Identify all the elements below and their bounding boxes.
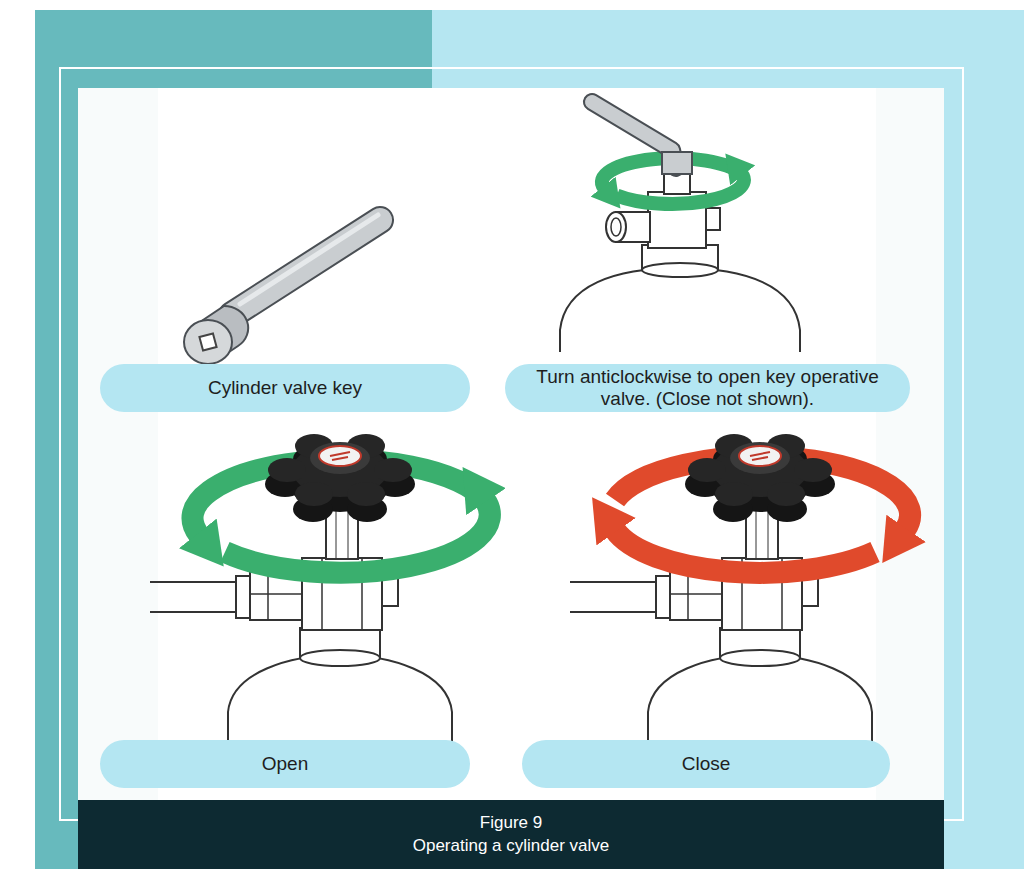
port-hole <box>611 218 621 236</box>
port-face <box>606 212 626 242</box>
label-text: Open <box>262 753 308 775</box>
label-pill: Close <box>522 740 890 788</box>
key-bar-outline <box>232 220 380 315</box>
close-valve <box>570 434 910 742</box>
label-text: Close <box>682 753 731 775</box>
cylinder-top <box>560 268 800 352</box>
rotation-arrow <box>615 530 875 573</box>
valve-key <box>184 215 380 364</box>
key-bar <box>232 220 380 315</box>
content-panel <box>78 88 944 800</box>
hand-valve <box>150 434 452 742</box>
rotation-arrow <box>617 174 744 204</box>
key-square-hole <box>199 333 216 350</box>
caption-text: Operating a cylinder valve <box>413 835 610 858</box>
rotation-arrow <box>225 500 490 573</box>
label-text: Turn anticlockwise to open key operative… <box>527 366 888 410</box>
key-highlight <box>240 215 378 304</box>
caption-band: Figure 9Operating a cylinder valve <box>78 800 944 869</box>
side-outlet <box>706 208 720 230</box>
collar-ring <box>642 263 718 277</box>
frame-outline <box>60 68 963 820</box>
label-pill: Turn anticlockwise to open key operative… <box>505 364 910 412</box>
caption-text: Figure 9 <box>480 812 542 835</box>
label-pill: Cylinder valve key <box>100 364 470 412</box>
open-valve <box>150 434 490 742</box>
key-valve <box>560 102 800 352</box>
hand-valve <box>570 434 872 742</box>
key-socket <box>662 152 692 174</box>
label-text: Cylinder valve key <box>208 377 362 399</box>
key-socket-face <box>184 320 232 364</box>
label-pill: Open <box>100 740 470 788</box>
